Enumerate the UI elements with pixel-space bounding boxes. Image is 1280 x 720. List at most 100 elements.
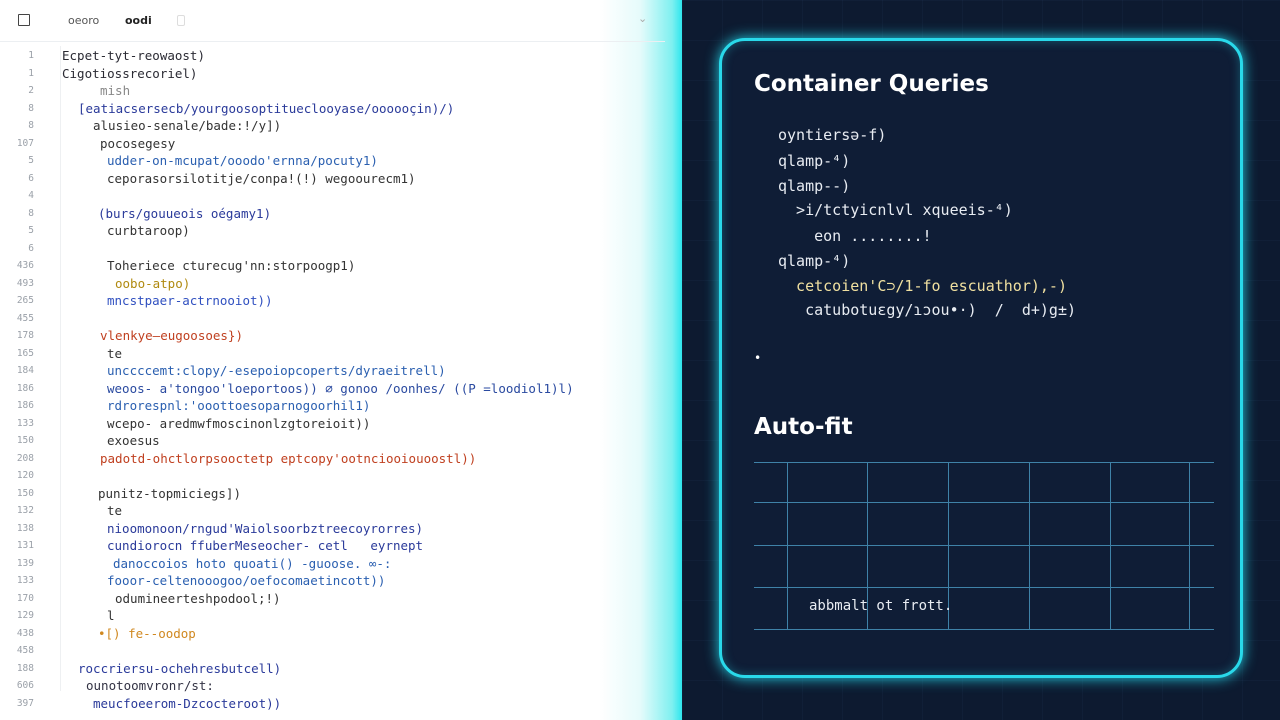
grid-column-line [1110, 462, 1111, 629]
line-number: 170 [16, 592, 34, 604]
line-number: 165 [16, 347, 34, 359]
code-line[interactable]: Ecpet-tyt-reowaost) [62, 48, 205, 63]
line-number: 436 [16, 260, 34, 271]
line-number: 493 [16, 277, 34, 289]
code-line[interactable]: l [107, 608, 115, 623]
code-line[interactable]: unccccemt:clopy/-esepoiopcoperts/dyraeit… [107, 363, 446, 378]
line-number: 186 [16, 382, 34, 394]
grid-row-line [754, 502, 1214, 503]
container-queries-card: Container Queries oyntiersə-f) qlamp-⁴) ql… [719, 38, 1243, 678]
line-number: 188 [16, 662, 34, 674]
code-line[interactable]: odumineerteshpodool;!) [115, 590, 281, 606]
line-number: 397 [16, 697, 34, 709]
code-line[interactable]: vlenkye—eugoosoes}) [100, 328, 243, 343]
line-number: 107 [16, 137, 34, 149]
code-line[interactable]: cundiorocn ffuberMeseocher- cetl eyrnept [107, 538, 424, 553]
code-line[interactable]: nioomonoon/rngud'Waiolsoorbztreecoyrorre… [107, 520, 424, 536]
code-line[interactable]: Cigotiossrecoriel) [62, 65, 198, 81]
line-number: 150 [16, 435, 34, 446]
preview-pane: Container Queries oyntiersə-f) qlamp-⁴) ql… [682, 0, 1280, 720]
card-code-line: eon ........! [778, 227, 932, 245]
line-number: 458 [16, 645, 34, 656]
line-number: 8 [28, 102, 34, 114]
file-icon[interactable] [177, 15, 185, 26]
chevron-down-icon[interactable]: ⌄ [638, 12, 648, 25]
tab-oeoro[interactable]: oeoro [68, 14, 100, 27]
line-number: 138 [16, 522, 34, 534]
line-number: 139 [16, 557, 34, 569]
line-number: 129 [16, 610, 34, 621]
line-number: 2 [28, 85, 34, 96]
grid-row-line [754, 587, 1214, 588]
grid-row-line [754, 629, 1214, 630]
grid-column-line [1189, 462, 1190, 629]
code-line[interactable]: •[) fe--oodop [98, 625, 196, 641]
line-number: 133 [16, 417, 34, 429]
line-number: 1 [28, 50, 34, 61]
grid-label: abbmalt ot frott. [809, 598, 953, 614]
card-code-line: cetcoien'C⊃/1-fo escuathor),-) [778, 277, 1067, 295]
editor-toolbar: oeoro oodi ⌄ [0, 0, 665, 42]
code-line[interactable]: danoccoios hoto quoati() -guoose. ∞-: [113, 555, 392, 571]
line-number: 6 [28, 172, 34, 184]
panel-toggle-icon[interactable] [18, 14, 30, 26]
line-number: 455 [16, 312, 34, 324]
line-number: 186 [16, 400, 34, 411]
card-code-line: qlamp-⁴) [778, 252, 851, 270]
bullet: • [754, 351, 762, 365]
line-number: 606 [16, 680, 34, 691]
card-code-line: qlamp-⁴) [778, 152, 851, 170]
line-number: 438 [16, 627, 34, 639]
line-number: 8 [28, 207, 34, 219]
line-number: 184 [16, 365, 34, 376]
card-code-line: qlamp--) [778, 177, 851, 195]
code-line[interactable]: (burs/gouueois oégamy1) [98, 205, 272, 221]
line-number: 150 [16, 487, 34, 499]
code-line[interactable]: padotd-ohctlorpsooctetp eptcopy'ootncioo… [100, 450, 477, 466]
code-line[interactable]: meucfoeerom-Dzcocteroot)) [93, 695, 282, 711]
code-line[interactable]: punitz-topmiciegs]) [98, 485, 241, 501]
code-line[interactable]: wcepo- aredmwfmoscinonlzgtoreioit)) [107, 415, 371, 431]
code-line[interactable]: exoesus [107, 433, 160, 448]
code-line[interactable]: te [107, 503, 123, 518]
grid-row-line [754, 462, 1214, 463]
code-line[interactable]: roccriersu-ochehresbutcell) [78, 660, 282, 676]
line-number: 132 [16, 505, 34, 516]
gutter-divider [60, 46, 61, 691]
code-line[interactable]: [eatiacsersecb/yourgoosoptitueclooyase/o… [78, 100, 455, 116]
code-line[interactable]: rdrorespnl:'ooottoesoparnogoorhil1) [107, 398, 371, 413]
code-line[interactable]: Toheriece cturecug'nn:storpoogp1) [107, 258, 356, 273]
code-line[interactable]: pocosegesy [100, 135, 176, 151]
code-line[interactable]: ceporasorsilotitje/conpa!(!) wegoourecm1… [107, 170, 416, 186]
line-number: 131 [16, 540, 34, 551]
card-title: Container Queries [754, 71, 989, 97]
grid-column-line [1029, 462, 1030, 629]
code-line[interactable]: curbtaroop) [107, 223, 190, 238]
code-line[interactable]: weoos- a'tongoo'loeportoos)) ⌀ gonoo /oo… [107, 380, 574, 396]
tab-oodi[interactable]: oodi [125, 14, 152, 27]
code-line[interactable]: te [107, 345, 123, 361]
line-number: 265 [16, 295, 34, 306]
line-number: 178 [16, 330, 34, 341]
code-line[interactable]: udder-on-mcupat/ooodo'ernna/pocuty1) [107, 153, 378, 168]
code-line[interactable]: alusieo-senale/bade:!/y]) [93, 118, 282, 133]
line-number: 133 [16, 575, 34, 586]
card-code-line: oyntiersə-f) [778, 126, 887, 144]
code-line[interactable]: mncstpaer-actrnooiot)) [107, 293, 273, 308]
line-number: 5 [28, 155, 34, 166]
auto-fit-heading: Auto-fit [754, 414, 853, 440]
code-line[interactable]: fooor-celtenooogoo/oefocomaetincott)) [107, 573, 386, 588]
code-line[interactable]: mish [100, 83, 131, 98]
code-line[interactable]: oobo-atpo) [115, 275, 191, 291]
grid-column-line [787, 462, 788, 629]
grid-column-line [948, 462, 949, 629]
line-number: 6 [28, 242, 34, 254]
line-number: 120 [16, 470, 34, 481]
line-number: 8 [28, 120, 34, 131]
card-code-line: >i/tctyicnlvl xqueeis-⁴) [778, 201, 1013, 219]
grid-column-line [867, 462, 868, 629]
code-line[interactable]: ounotoomvronr/st: [86, 678, 214, 693]
line-number: 4 [28, 190, 34, 201]
line-number: 1 [28, 67, 34, 79]
